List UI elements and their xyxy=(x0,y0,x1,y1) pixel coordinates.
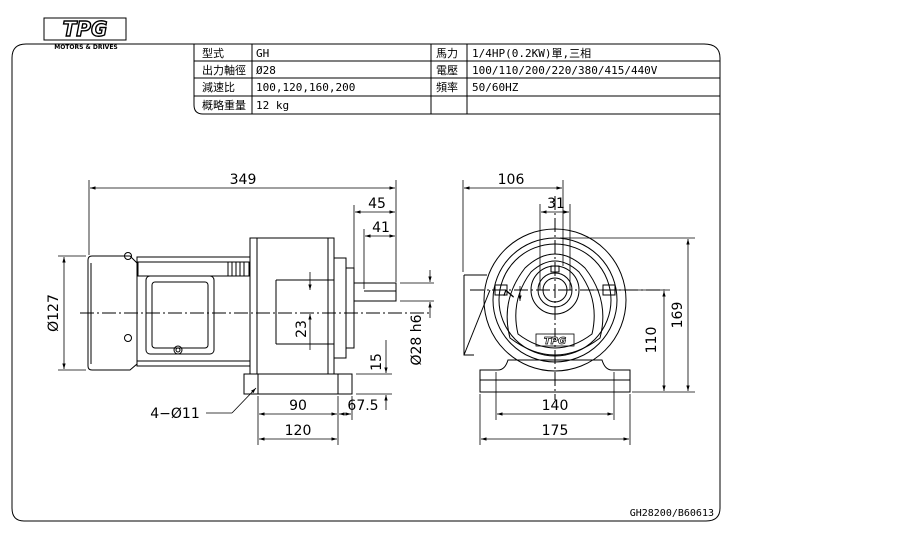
front-dimension-lines xyxy=(462,180,695,445)
front-view xyxy=(463,196,668,400)
dim-base-15: 15 xyxy=(369,353,385,371)
spec-key: 馬力 xyxy=(436,47,458,60)
spec-row-2: 減速比 100,120,160,200 頻率 50/60HZ xyxy=(202,80,519,94)
dim-center-110: 110 xyxy=(644,327,660,354)
spec-table xyxy=(193,44,720,115)
dim-shaft-45: 45 xyxy=(368,196,386,212)
dim-height-169: 169 xyxy=(670,302,686,329)
side-dimension-lines xyxy=(58,180,434,445)
dim-key-23: 23 xyxy=(294,320,310,338)
dim-shaft-41: 41 xyxy=(372,220,390,236)
spec-value: 100/110/200/220/380/415/440V xyxy=(472,64,658,77)
drawing-code: GH28200/B60613 xyxy=(630,508,714,519)
spec-key: 出力軸徑 xyxy=(202,63,246,77)
spec-row-0: 型式 GH 馬力 1/4HP(0.2KW)單,三相 xyxy=(202,46,591,60)
dim-foot-120: 120 xyxy=(285,423,312,439)
spec-value: 12 kg xyxy=(256,99,289,112)
logo-subtitle: MOTORS & DRIVES xyxy=(54,44,118,51)
tpg-logo: TPG MOTORS & DRIVES xyxy=(43,16,127,51)
dim-shaft-diameter: Ø28 h6 xyxy=(409,314,425,365)
spec-value: 50/60HZ xyxy=(472,81,519,94)
spec-key: 概略重量 xyxy=(202,98,246,112)
drawing-frame xyxy=(11,43,721,522)
dim-base-140: 140 xyxy=(542,398,569,414)
spec-key: 減速比 xyxy=(202,80,235,94)
front-logo-plate: TPG xyxy=(535,333,575,347)
spec-row-3: 概略重量 12 kg xyxy=(202,98,289,112)
spec-value: 100,120,160,200 xyxy=(256,81,355,94)
dim-motor-diameter: Ø127 xyxy=(46,294,62,332)
spec-key: 頻率 xyxy=(436,80,458,94)
spec-key: 電壓 xyxy=(436,64,458,77)
front-logo-mark: TPG xyxy=(544,336,566,347)
dim-width-106: 106 xyxy=(498,172,525,188)
side-dimension-labels: 349 45 41 Ø127 23 Ø28 h6 15 4−Ø11 90 67.… xyxy=(46,172,425,439)
logo-mark: TPG xyxy=(63,17,108,41)
front-dimension-labels: 106 31 7 169 110 140 175 xyxy=(498,172,686,439)
spec-value: Ø28 xyxy=(256,64,276,77)
spec-value: GH xyxy=(256,47,269,60)
dim-mounting-holes: 4−Ø11 xyxy=(150,406,199,422)
spec-row-1: 出力軸徑 Ø28 電壓 100/110/200/220/380/415/440V xyxy=(202,63,658,77)
spec-key: 型式 xyxy=(202,46,224,60)
dim-foot-90: 90 xyxy=(289,398,307,414)
dim-base-175: 175 xyxy=(542,423,569,439)
dim-overall-length: 349 xyxy=(230,172,257,188)
spec-value: 1/4HP(0.2KW)單,三相 xyxy=(472,47,591,60)
side-view xyxy=(80,237,432,395)
dim-foot-67-5: 67.5 xyxy=(347,398,378,414)
dim-key-31: 31 xyxy=(547,196,565,212)
